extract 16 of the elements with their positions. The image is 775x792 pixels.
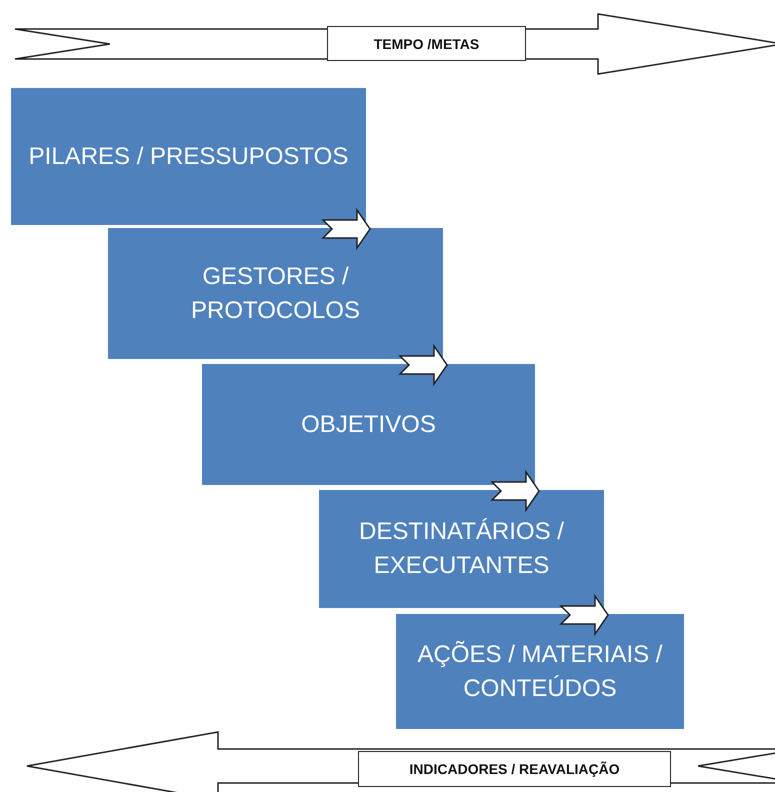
box-label: OBJETIVOS <box>300 410 437 440</box>
process-box <box>201 363 536 486</box>
process-box <box>318 489 605 609</box>
arrow-label: INDICADORES / REAVALIAÇÃO <box>358 751 671 787</box>
box-label: PILARES / PRESSUPOSTOS <box>28 142 350 172</box>
block-arrow <box>490 470 540 512</box>
block-arrow <box>321 208 371 250</box>
process-box <box>395 613 685 730</box>
box-label: DESTINATÁRIOS / EXECUTANTES <box>358 517 565 581</box>
box-label: AÇÕES / MATERIAIS / CONTEÚDOS <box>416 640 664 704</box>
block-arrow <box>559 594 609 636</box>
process-box <box>107 227 444 360</box>
arrow-label: TEMPO /METAS <box>327 26 526 61</box>
block-arrow <box>398 344 448 386</box>
process-box <box>10 87 367 226</box>
box-label: GESTORES / PROTOCOLOS <box>190 262 361 326</box>
